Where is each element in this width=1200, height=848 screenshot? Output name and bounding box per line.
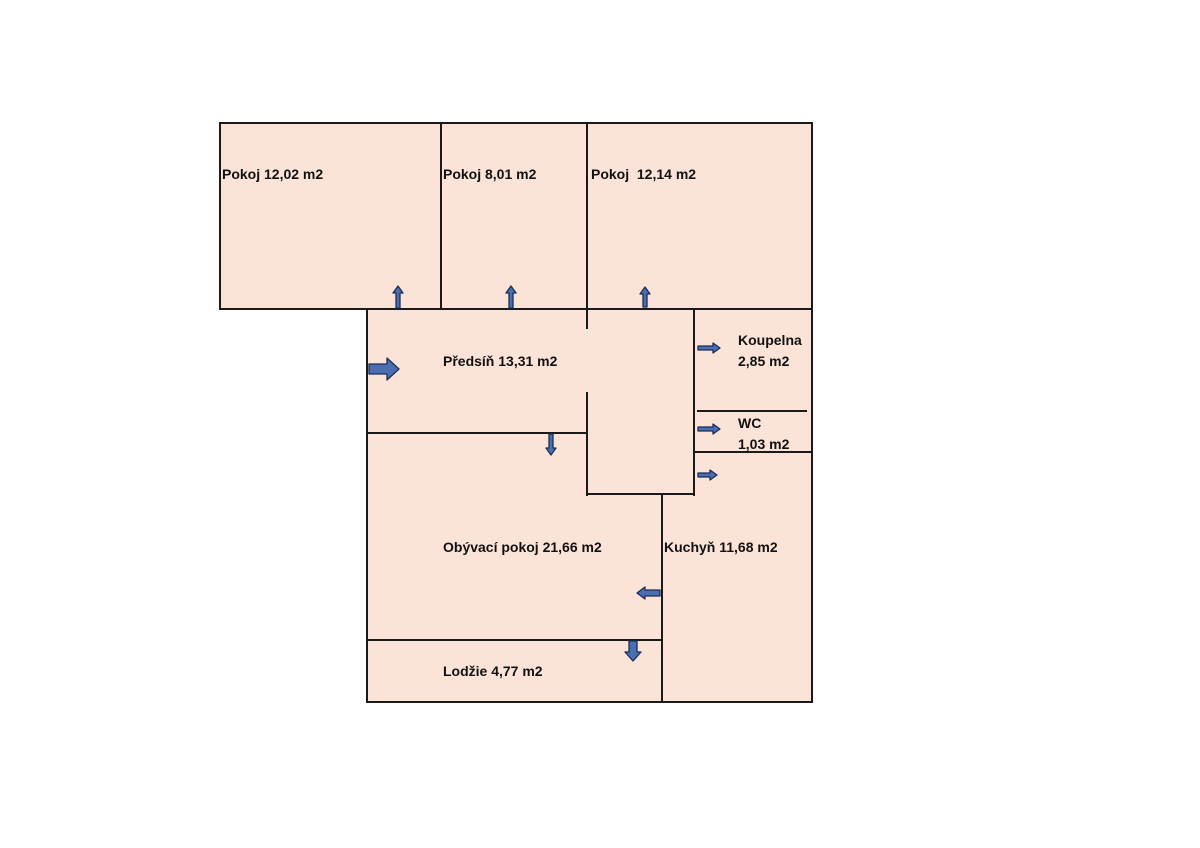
wall xyxy=(586,493,695,495)
room-pokoj-1 xyxy=(220,123,441,309)
label-kuchyn: Kuchyň 11,68 m2 xyxy=(664,539,778,555)
wall xyxy=(219,308,813,310)
label-pokoj-2: Pokoj 8,01 m2 xyxy=(443,166,537,182)
label-obyvaci-pokoj: Obývací pokoj 21,66 m2 xyxy=(443,539,602,555)
wall xyxy=(811,122,813,703)
label-pokoj-3: Pokoj 12,14 m2 xyxy=(591,166,697,182)
wall xyxy=(219,122,221,310)
wall xyxy=(219,122,813,124)
wall xyxy=(693,308,695,496)
wall xyxy=(586,122,588,310)
room-predsin xyxy=(367,309,694,433)
wall xyxy=(440,122,442,310)
wall xyxy=(661,493,663,703)
door-arrow-up-icon xyxy=(392,285,404,309)
door-arrow-right-icon xyxy=(697,469,718,481)
label-predsin: Předsíň 13,31 m2 xyxy=(443,353,558,369)
entrance-arrow-icon xyxy=(368,357,400,381)
door-arrow-down-icon xyxy=(624,640,642,662)
wall xyxy=(586,392,588,496)
door-arrow-right-icon xyxy=(697,423,721,435)
room-kuchyn xyxy=(662,452,812,702)
room-obyvaci-pokoj xyxy=(367,433,587,640)
room-koupelna xyxy=(694,309,812,411)
door-arrow-up-icon xyxy=(639,286,651,308)
room-obyvaci-pokoj-lower xyxy=(587,495,662,640)
door-arrow-right-icon xyxy=(697,342,721,354)
wall xyxy=(697,410,807,412)
wall xyxy=(366,639,662,641)
room-pokoj-2 xyxy=(441,123,588,309)
wall xyxy=(586,308,588,329)
wall xyxy=(366,701,813,703)
door-arrow-down-icon xyxy=(545,433,557,456)
wall xyxy=(366,432,587,434)
door-arrow-left-icon xyxy=(636,586,661,600)
label-pokoj-1: Pokoj 12,02 m2 xyxy=(222,166,324,182)
label-koupelna-name: Koupelna xyxy=(738,332,802,348)
door-arrow-up-icon xyxy=(505,285,517,309)
label-wc-area: 1,03 m2 xyxy=(738,436,790,452)
room-lodzie xyxy=(367,640,662,702)
label-wc-name: WC xyxy=(738,415,762,431)
room-pokoj-3 xyxy=(588,123,812,309)
label-lodzie: Lodžie 4,77 m2 xyxy=(443,663,543,679)
wall xyxy=(694,451,812,453)
wall xyxy=(366,308,368,703)
label-koupelna-area: 2,85 m2 xyxy=(738,353,790,369)
